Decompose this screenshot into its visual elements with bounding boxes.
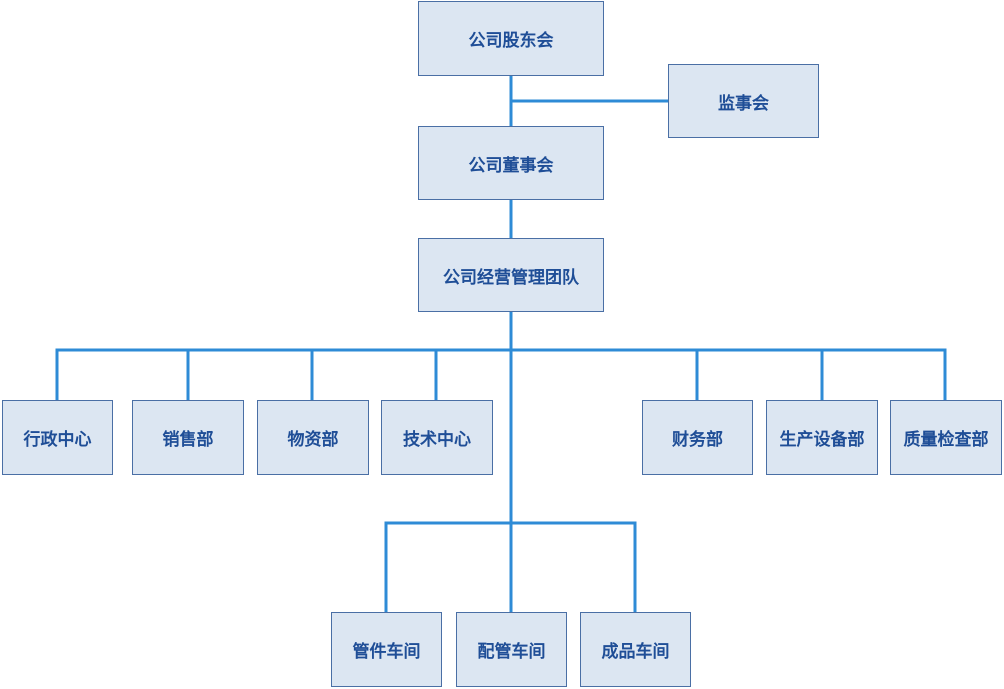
node-tech-center: 技术中心 [381,400,493,475]
node-shareholders: 公司股东会 [418,1,604,76]
node-pipe-workshop: 管件车间 [331,612,442,687]
node-supervisors: 监事会 [668,64,819,138]
node-piping-workshop: 配管车间 [456,612,567,687]
node-finished-workshop: 成品车间 [580,612,691,687]
node-quality-inspection: 质量检查部 [890,400,1002,475]
node-admin-center: 行政中心 [2,400,113,475]
node-board: 公司董事会 [418,126,604,200]
node-materials: 物资部 [257,400,369,475]
node-production-equipment: 生产设备部 [766,400,878,475]
node-management: 公司经营管理团队 [418,238,604,312]
node-sales: 销售部 [132,400,244,475]
node-finance: 财务部 [642,400,753,475]
